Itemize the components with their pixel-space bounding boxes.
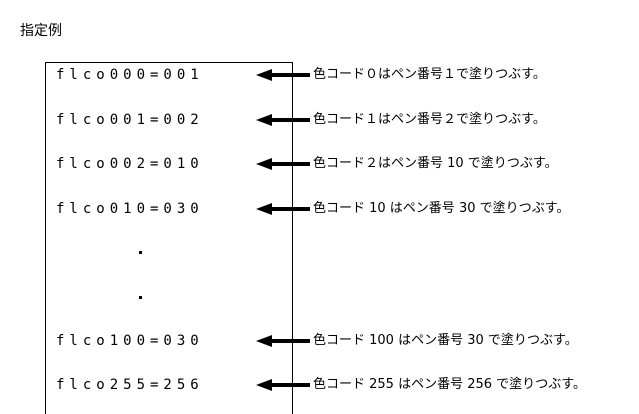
mapping-row-3: flco002=010 色コード２はペン番号 10 で塗りつぶす。 [0, 154, 639, 174]
mapping-description: 色コード１はペン番号２で塗りつぶす。 [313, 112, 546, 127]
code-line: flco000=001 [56, 67, 204, 83]
code-line: flco002=010 [56, 156, 204, 172]
mapping-description: 色コード０はペン番号１で塗りつぶす。 [313, 67, 546, 82]
page-title: 指定例 [20, 23, 62, 39]
code-line: flco001=002 [56, 112, 204, 128]
code-line: flco010=030 [56, 201, 204, 217]
mapping-row-5: flco100=030 色コード 100 はペン番号 30 で塗りつぶす。 [0, 331, 639, 351]
mapping-description: 色コード 100 はペン番号 30 で塗りつぶす。 [313, 333, 578, 348]
code-line: flco100=030 [56, 333, 204, 349]
ellipsis-dot-icon [139, 296, 142, 299]
code-box [45, 62, 293, 414]
mapping-description: 色コード２はペン番号 10 で塗りつぶす。 [313, 156, 558, 171]
left-arrow-icon [256, 335, 310, 347]
mapping-description: 色コード 10 はペン番号 30 で塗りつぶす。 [313, 201, 570, 216]
left-arrow-icon [256, 203, 310, 215]
left-arrow-icon [256, 158, 310, 170]
left-arrow-icon [256, 69, 310, 81]
mapping-row-1: flco000=001 色コード０はペン番号１で塗りつぶす。 [0, 65, 639, 85]
ellipsis-dot-icon [139, 251, 142, 254]
code-line: flco255=256 [56, 377, 204, 393]
mapping-row-2: flco001=002 色コード１はペン番号２で塗りつぶす。 [0, 110, 639, 130]
left-arrow-icon [256, 114, 310, 126]
mapping-row-4: flco010=030 色コード 10 はペン番号 30 で塗りつぶす。 [0, 199, 639, 219]
mapping-row-6: flco255=256 色コード 255 はペン番号 256 で塗りつぶす。 [0, 375, 639, 395]
left-arrow-icon [256, 379, 310, 391]
mapping-description: 色コード 255 はペン番号 256 で塗りつぶす。 [313, 377, 586, 392]
